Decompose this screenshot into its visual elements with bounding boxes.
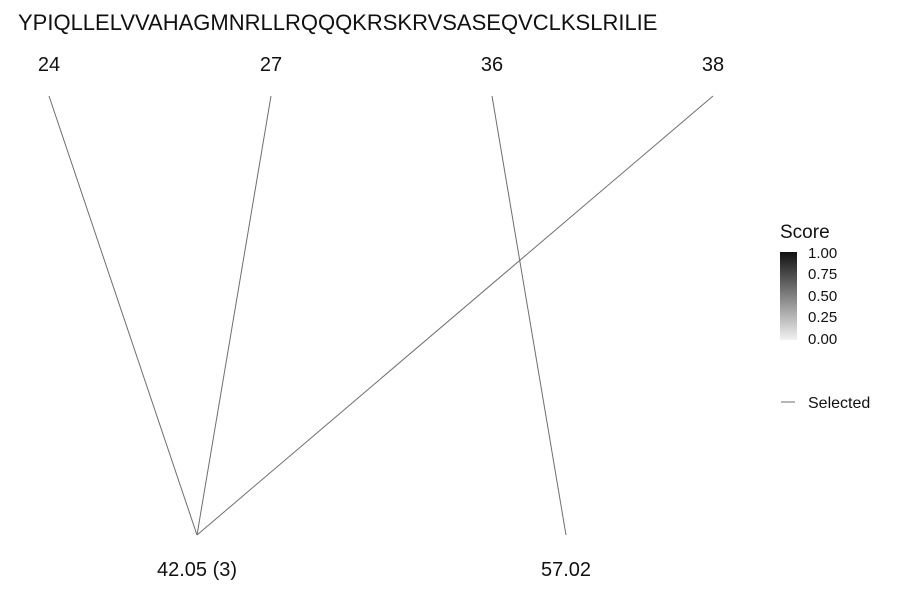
- bottom-mass-label: 42.05 (3): [157, 559, 237, 581]
- link-line: [48, 95, 198, 536]
- bottom-mass-label: 57.02: [541, 559, 591, 581]
- link-line: [196, 95, 714, 536]
- selected-legend-label: Selected: [808, 395, 870, 412]
- legend-tick-label: 0.50: [808, 288, 837, 305]
- peptide-sequence: YPIQLLELVVAHAGMNRLLRQQQKRSKRVSASEQVCLKSL…: [18, 10, 657, 35]
- selected-legend: Selected: [781, 395, 870, 412]
- top-position-label: 38: [702, 54, 724, 76]
- links-layer: [48, 95, 714, 536]
- legend-tick-label: 1.00: [808, 245, 837, 262]
- link-line: [491, 95, 567, 536]
- legend-tick-label: 0.75: [808, 266, 837, 283]
- top-position-label: 36: [481, 54, 503, 76]
- legend-tick-label: 0.00: [808, 331, 837, 348]
- top-position-label: 24: [38, 54, 60, 76]
- link-line: [196, 95, 272, 536]
- legend-title: Score: [780, 222, 830, 243]
- legend-tick-label: 0.25: [808, 309, 837, 326]
- score-legend: Score 1.00 0.75 0.50 0.25 0.00: [780, 222, 837, 348]
- score-colorbar: [780, 252, 797, 340]
- top-position-label: 27: [260, 54, 282, 76]
